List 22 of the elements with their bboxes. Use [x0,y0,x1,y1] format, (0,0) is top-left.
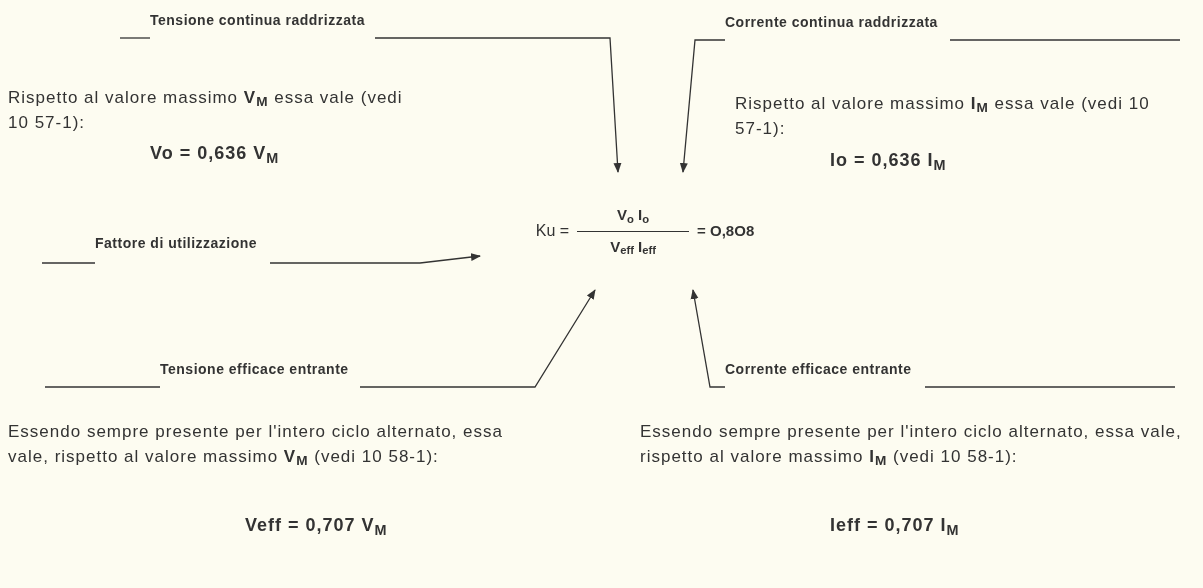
formula-text: Ku = [535,221,570,241]
formula-result: = O,8O8 [697,220,755,241]
leader-arrow [690,289,726,388]
leader-arrow [679,39,726,173]
formula: Io = 0,636 I$_{M}$ [830,149,947,174]
formula: Vo = 0,636 V$_{M}$ [150,142,280,167]
heading: Corrente continua raddrizzata [725,12,950,40]
description-text: Essendo sempre presente per l'intero ciclo alternato, essa vale, rispetto al valore massimo I$_{M}$ (vedi 10 58-1): [640,421,1183,470]
denominator: V$_{eff}$ I$_{eff}$ [609,236,658,258]
heading: Corrente efficace entrante [725,359,925,387]
leader-arrow [374,37,622,173]
formula: Veff = 0,707 V$_{M}$ [245,514,388,539]
heading: Tensione efficace entrante [160,359,360,387]
leader-arrow [269,253,481,264]
leader-arrow [359,289,596,388]
numerator: V$_{o}$ I$_{o}$ [616,205,651,227]
heading: Fattore di utilizzazione [95,233,270,263]
description-text: Rispetto al valore massimo V$_{M}$ essa vale (vedi 10 57-1): [8,87,404,134]
formula: Ieff = 0,707 I$_{M}$ [830,514,960,539]
description-text: Rispetto al valore massimo I$_{M}$ essa vale (vedi 10 57-1): [735,93,1151,140]
heading: Tensione continua raddrizzata [150,10,375,38]
description-text: Essendo sempre presente per l'intero ciclo alternato, essa vale, rispetto al valore massimo V$_{M}$ (vedi 10 58-1): [8,421,504,470]
